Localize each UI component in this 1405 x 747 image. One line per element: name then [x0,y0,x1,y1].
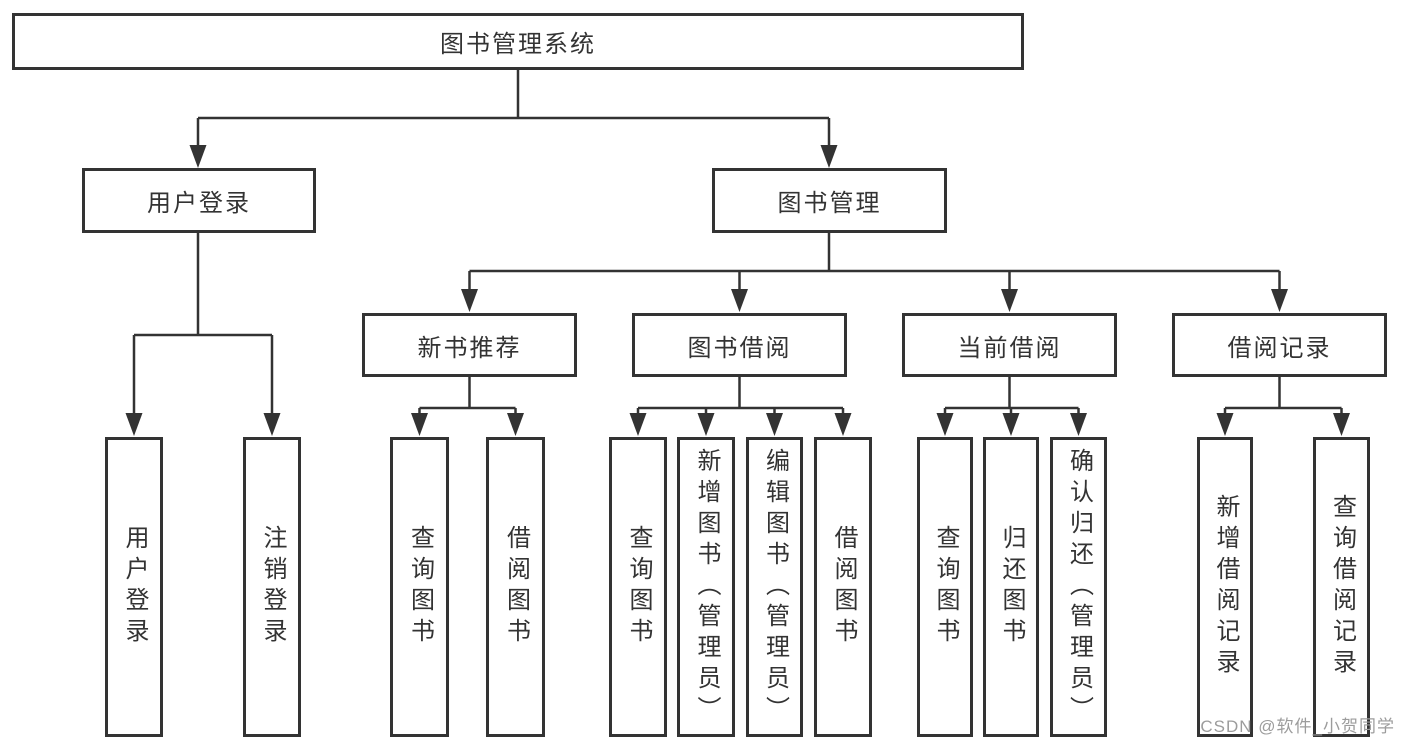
arrowhead-icon [461,289,478,312]
node-label: 用户登录 [121,525,148,649]
node-module-new-book-recommend: 新书推荐 [362,313,577,377]
arrowhead-icon [834,413,852,436]
node-label: 确认归还（管理员） [1065,447,1093,727]
arrowhead-icon [1001,289,1018,312]
node-leaf-edit-books-admin: 编辑图书（管理员） [746,437,803,737]
node-leaf-query-books-recommend: 查询图书 [390,437,449,737]
node-leaf-user-login: 用户登录 [105,437,163,737]
node-label: 图书借阅 [687,334,792,362]
node-label: 查询图书 [625,525,652,649]
node-root-system: 图书管理系统 [12,13,1024,70]
node-label: 借阅图书 [830,525,857,649]
node-label: 编辑图书（管理员） [761,447,789,727]
arrowhead-icon [507,413,524,436]
node-leaf-add-borrow-record: 新增借阅记录 [1197,437,1253,737]
arrowheads [125,145,1350,436]
arrowhead-icon [820,145,838,168]
arrowhead-icon [629,413,647,436]
node-leaf-borrow-books: 借阅图书 [814,437,872,737]
node-leaf-return-books: 归还图书 [983,437,1039,737]
node-module-current-borrow: 当前借阅 [902,313,1117,377]
node-label: 新增借阅记录 [1212,494,1239,680]
arrowhead-icon [731,289,748,312]
arrowhead-icon [189,145,207,168]
arrowhead-icon [697,413,715,436]
arrowhead-icon [125,413,143,436]
node-label: 当前借阅 [957,334,1062,362]
node-label: 查询借阅记录 [1328,494,1356,680]
node-label: 借阅记录 [1227,334,1332,362]
node-label: 图书管理 [777,190,882,217]
node-label: 查询图书 [932,525,959,649]
csdn-watermark: CSDN @软件_小贺同学 [1200,717,1395,736]
node-label: 归还图书 [998,525,1025,649]
arrowhead-icon [766,413,783,436]
node-leaf-add-books-admin: 新增图书（管理员） [677,437,735,737]
node-label: 新增图书（管理员） [693,447,720,727]
node-branch-book-management: 图书管理 [712,168,947,233]
arrowhead-icon [1002,413,1020,436]
node-leaf-confirm-return-admin: 确认归还（管理员） [1050,437,1107,737]
node-label: 图书管理系统 [440,31,596,58]
node-leaf-query-current-books: 查询图书 [917,437,973,737]
node-module-borrow-records: 借阅记录 [1172,313,1387,377]
node-module-book-borrow: 图书借阅 [632,313,847,377]
arrowhead-icon [1070,413,1087,436]
node-label: 用户登录 [147,190,251,217]
arrowhead-icon [263,413,281,436]
node-leaf-logout: 注销登录 [243,437,301,737]
node-branch-user-login: 用户登录 [82,168,316,233]
node-leaf-query-books: 查询图书 [609,437,667,737]
arrowhead-icon [1271,289,1288,312]
arrowhead-icon [1333,413,1350,436]
node-leaf-query-borrow-record: 查询借阅记录 [1313,437,1370,737]
node-leaf-borrow-books-recommend: 借阅图书 [486,437,545,737]
arrowhead-icon [411,413,428,436]
arrowhead-icon [936,413,954,436]
arrowhead-icon [1216,413,1234,436]
node-label: 注销登录 [259,525,286,649]
node-label: 新书推荐 [417,334,522,362]
node-label: 查询图书 [406,525,434,649]
node-label: 借阅图书 [502,525,530,649]
